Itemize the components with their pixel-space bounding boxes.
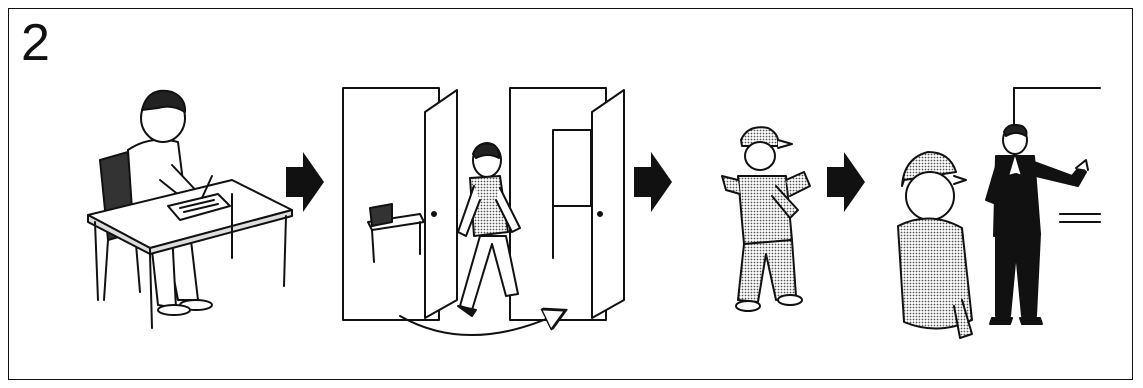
arrow-right-icon	[286, 152, 324, 212]
person-walking-between-rooms-icon	[343, 88, 624, 335]
arrow-right-icon	[634, 152, 672, 212]
worker-listening-to-instructor-icon	[898, 88, 1100, 338]
person-changing-into-coveralls-icon	[722, 127, 810, 311]
arrow-right-icon	[827, 152, 865, 212]
person-writing-at-desk-icon	[88, 91, 292, 328]
